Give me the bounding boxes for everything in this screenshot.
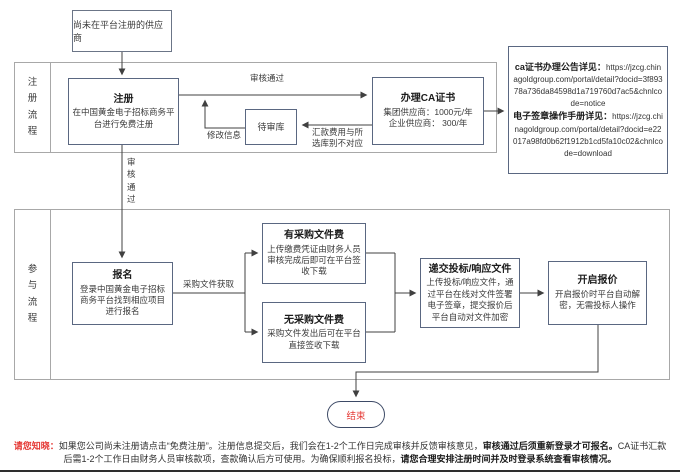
label-modify-info: 修改信息: [207, 130, 242, 140]
node-register: 注册 在中国黄金电子招标商务平台进行免费注册: [68, 78, 179, 145]
esign-manual-heading: 电子签章操作手册详见：: [513, 111, 613, 121]
lane-participation-label: 参与流程: [27, 264, 38, 324]
node-nofee-title: 无采购文件费: [284, 314, 344, 326]
esign-manual-url: https://jzcg.chinagoldgroup.com/portal/d…: [513, 112, 663, 158]
edge-pending-modify-info: [201, 99, 245, 129]
edge-openbid-to-end: [352, 325, 599, 398]
node-signup: 报名 登录中国黄金电子招标商务平台找到相应项目进行报名: [72, 262, 173, 325]
label-review-approved: 审核通过: [250, 73, 285, 83]
node-register-body: 在中国黄金电子招标商务平台进行免费注册: [72, 107, 175, 129]
end-node: 结束: [327, 401, 385, 428]
node-submit-body: 上传投标/响应文件，通过平台在线对文件签署电子签章，提交报价后平台自动对文件加密: [426, 277, 514, 322]
node-nofee-body: 采购文件发出后可在平台直接签收下载: [267, 328, 361, 350]
node-submit-title: 递交投标/响应文件: [428, 263, 512, 275]
lane-registration-label: 注册流程: [27, 77, 38, 137]
node-signup-title: 报名: [112, 270, 133, 282]
footnote-seg2: 审核通过后须重新登录才可报名。: [482, 441, 618, 451]
node-openbid-body: 开启报价时平台自动解密，无需投标人操作: [554, 288, 640, 311]
lane-registration-label-cell: 注册流程: [15, 63, 51, 152]
label-fetch-documents: 采购文件获取: [183, 279, 235, 289]
ca-notice-heading: ca证书办理公告详见：: [514, 61, 606, 72]
node-ca-certificate: 办理CA证书 集团供应商：1000元/年 企业供应商： 300/年: [372, 77, 484, 145]
ca-notice-url: https://jzcg.chinagoldgroup.com/portal/d…: [513, 62, 663, 109]
node-signup-body: 登录中国黄金电子招标商务平台找到相应项目进行报名: [79, 283, 165, 317]
footnote: 请您知晓：如果您公司尚未注册请点击“免费注册”。注册信息提交后，我们会在1-2个…: [12, 440, 668, 466]
footnote-seg4: 请您合理安排注册时间并及时登录系统查看审核情况。: [400, 454, 617, 465]
footnote-seg1: 如果您公司尚未注册请点击“免费注册”。注册信息提交后，我们会在1-2个工作日完成…: [58, 441, 483, 451]
node-fee-body: 上传缴费凭证由财务人员审核完成后即可在平台签收下载: [267, 243, 361, 277]
end-node-label: 结束: [346, 410, 366, 422]
node-ca-price-group: 集团供应商：1000元/年: [383, 106, 473, 117]
node-pending-title: 待审库: [257, 122, 285, 133]
start-node-label: 尚未在平台注册的供应商: [73, 20, 164, 43]
footnote-seg3: CA证书汇款后需1-2个工作日由财务人员审核款项，查款确认后方可使用。为确保顺利…: [63, 441, 667, 465]
node-submit-bid: 递交投标/响应文件 上传投标/响应文件，通过平台在线对文件签署电子签章，提交报价…: [420, 258, 520, 328]
node-pending-library: 待审库: [245, 109, 297, 145]
node-openbid-title: 开启报价: [577, 275, 618, 287]
start-node-unregistered-supplier: 尚未在平台注册的供应商: [72, 10, 172, 52]
bottom-border-rule: [0, 470, 680, 472]
node-ca-title: 办理CA证书: [400, 93, 456, 105]
node-ca-price-enterprise: 企业供应商： 300/年: [388, 118, 468, 129]
node-with-document-fee: 有采购文件费 上传缴费凭证由财务人员审核完成后即可在平台签收下载: [262, 223, 366, 284]
lane-participation-label-cell: 参与流程: [15, 210, 51, 379]
footnote-prefix: 请您知晓：: [13, 441, 59, 451]
node-without-document-fee: 无采购文件费 采购文件发出后可在平台直接签收下载: [262, 302, 366, 363]
label-remittance-mismatch: 汇款费用与所 选库别不对应: [312, 127, 364, 149]
node-open-bid: 开启报价 开启报价时平台自动解密，无需投标人操作: [548, 261, 647, 325]
ca-info-box: ca证书办理公告详见：https://jzcg.chinagoldgroup.c…: [508, 46, 668, 174]
label-review-approved-vertical: 审核通过: [127, 157, 136, 204]
node-fee-title: 有采购文件费: [284, 230, 344, 242]
node-register-title: 注册: [113, 93, 134, 105]
